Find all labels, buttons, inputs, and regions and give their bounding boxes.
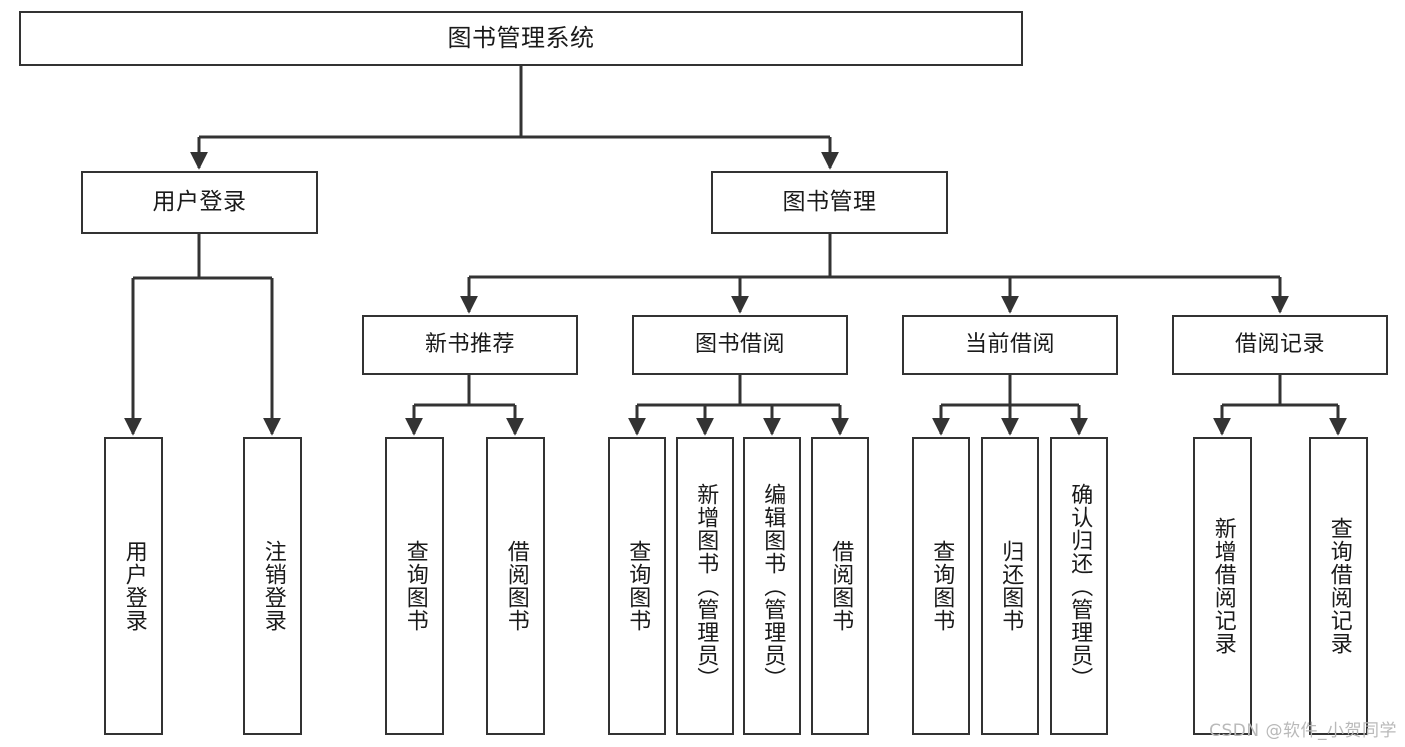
node-user-login[interactable]: 用户登录	[81, 171, 318, 234]
node-label: 新书推荐	[424, 332, 515, 358]
node-label: 图书管理	[782, 188, 877, 215]
node-label: 编辑图书（管理员）	[760, 482, 786, 690]
node-current-borrow[interactable]: 当前借阅	[902, 315, 1118, 375]
leaf-add-borrow-record[interactable]: 新增借阅记录	[1193, 437, 1252, 735]
node-label: 查询图书	[929, 540, 955, 632]
node-label: 图书借阅	[694, 332, 785, 358]
leaf-logout-login[interactable]: 注销登录	[243, 437, 302, 735]
leaf-query-book-recommend[interactable]: 查询图书	[385, 437, 444, 735]
node-label: 新增借阅记录	[1210, 517, 1236, 655]
node-label: 用户登录	[152, 188, 247, 215]
leaf-edit-book-admin[interactable]: 编辑图书（管理员）	[743, 437, 801, 735]
leaf-add-book-admin[interactable]: 新增图书（管理员）	[676, 437, 734, 735]
leaf-query-book-current[interactable]: 查询图书	[912, 437, 970, 735]
node-label: 图书管理系统	[447, 24, 595, 53]
node-label: 借阅记录	[1234, 332, 1325, 358]
node-label: 借阅图书	[503, 540, 529, 632]
leaf-borrow-book[interactable]: 借阅图书	[811, 437, 869, 735]
leaf-return-book[interactable]: 归还图书	[981, 437, 1039, 735]
node-label: 确认归还（管理员）	[1067, 482, 1093, 690]
leaf-confirm-return-admin[interactable]: 确认归还（管理员）	[1050, 437, 1108, 735]
node-label: 新增图书（管理员）	[693, 482, 719, 690]
node-label: 当前借阅	[964, 332, 1055, 358]
leaf-user-login[interactable]: 用户登录	[104, 437, 163, 735]
node-label: 借阅图书	[828, 540, 854, 632]
node-root-system[interactable]: 图书管理系统	[19, 11, 1023, 66]
node-label: 查询借阅记录	[1326, 517, 1352, 655]
node-label: 查询图书	[625, 540, 651, 632]
node-label: 归还图书	[998, 540, 1024, 632]
watermark-text: CSDN @软件_小贺同学	[1209, 721, 1397, 741]
node-book-borrow[interactable]: 图书借阅	[632, 315, 848, 375]
node-borrow-records[interactable]: 借阅记录	[1172, 315, 1388, 375]
node-new-book-recommend[interactable]: 新书推荐	[362, 315, 578, 375]
leaf-borrow-book-recommend[interactable]: 借阅图书	[486, 437, 545, 735]
node-book-management[interactable]: 图书管理	[711, 171, 948, 234]
node-label: 用户登录	[121, 540, 147, 632]
node-label: 查询图书	[402, 540, 428, 632]
node-label: 注销登录	[260, 540, 286, 632]
leaf-query-book-borrow[interactable]: 查询图书	[608, 437, 666, 735]
leaf-query-borrow-record[interactable]: 查询借阅记录	[1309, 437, 1368, 735]
